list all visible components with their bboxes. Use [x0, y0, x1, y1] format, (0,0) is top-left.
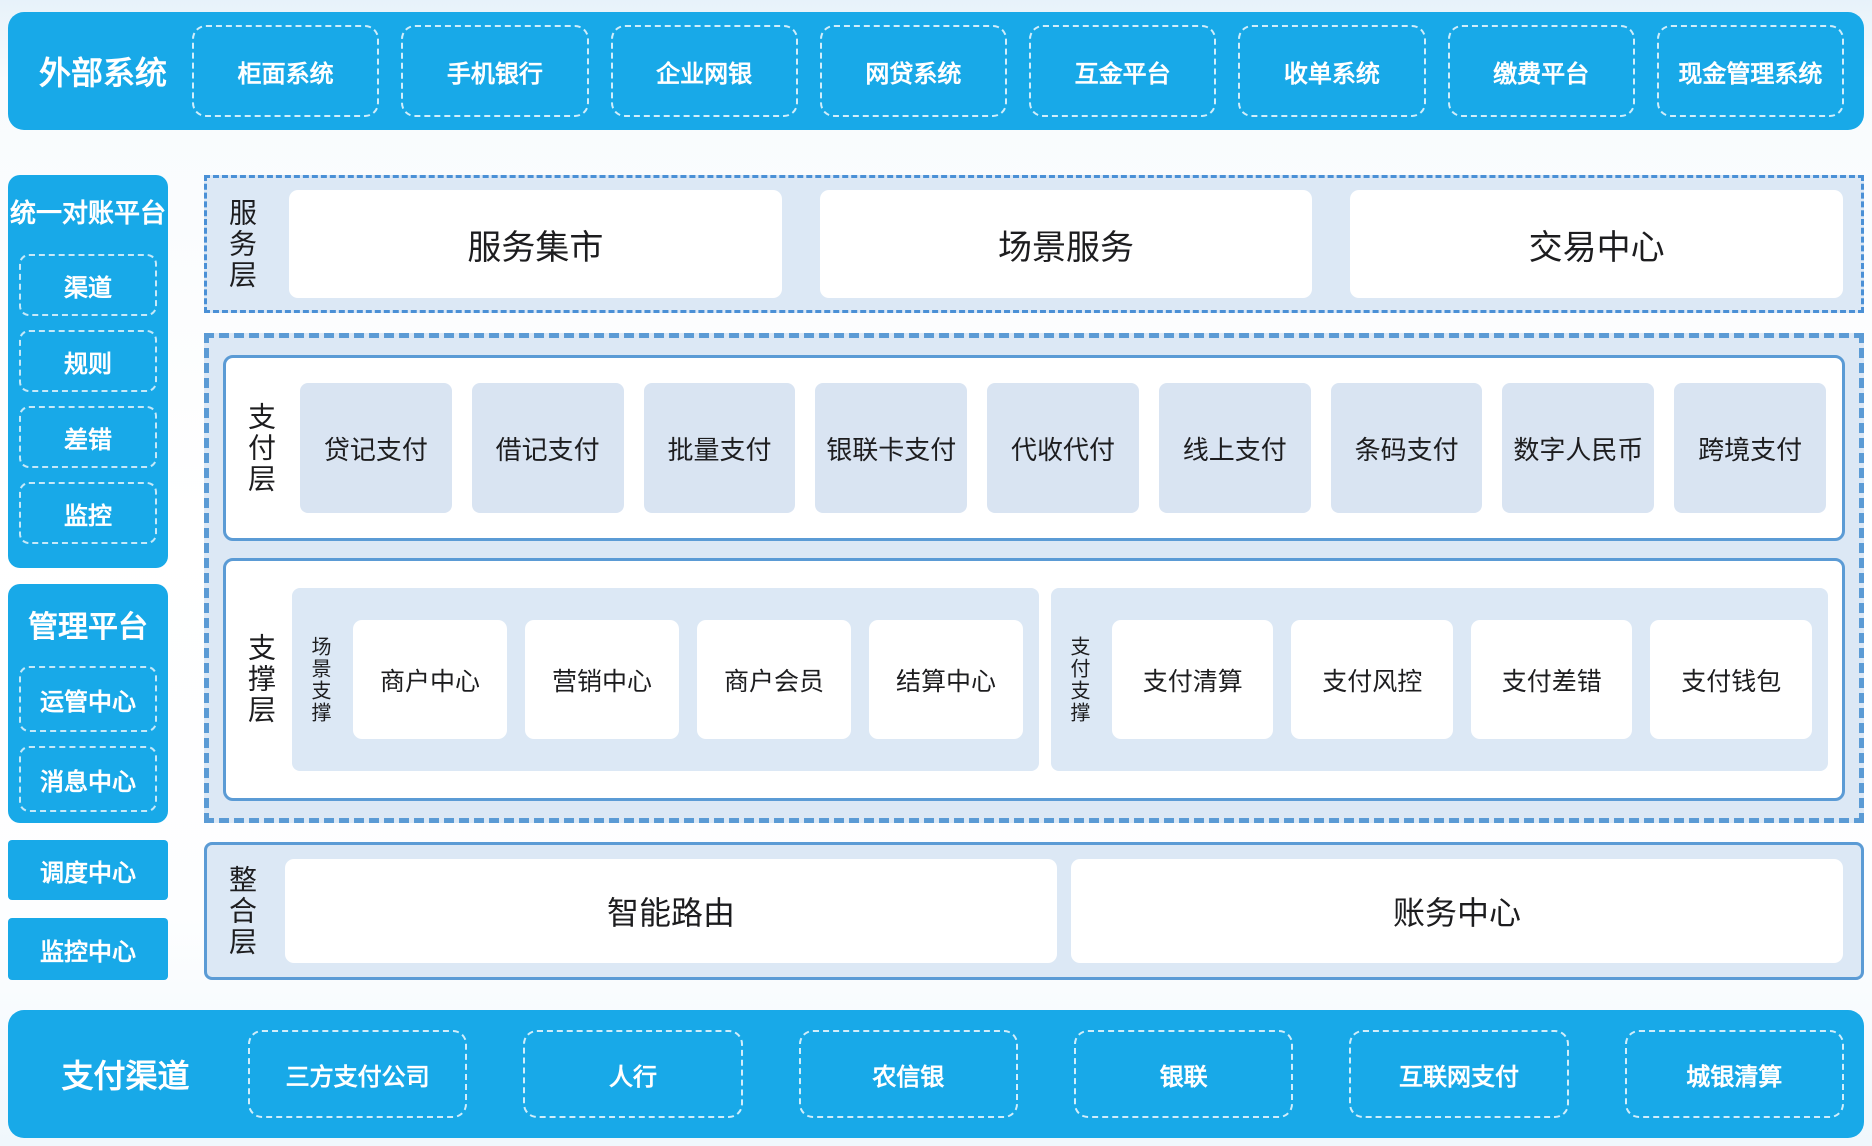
reconciliation-item: 差错: [19, 406, 157, 468]
diagram-body: 统一对账平台 渠道 规则 差错 监控 管理平台 运管中心 消息中心 调度中心 监…: [8, 175, 1864, 980]
external-system-box: 收单系统: [1238, 25, 1426, 117]
service-layer-items: 服务集市 场景服务 交易中心: [289, 190, 1844, 298]
payment-support-label: 支付支撑: [1066, 635, 1091, 724]
core-layers-group: 支付层 贷记支付 借记支付 批量支付 银联卡支付 代收代付 线上支付 条码支付 …: [204, 333, 1864, 823]
payment-item: 银联卡支付: [815, 383, 968, 513]
integration-item: 账务中心: [1071, 859, 1843, 963]
payment-item: 条码支付: [1330, 383, 1483, 513]
external-system-box: 互金平台: [1029, 25, 1217, 117]
scene-support-item: 商户会员: [696, 620, 851, 739]
payment-channels-items: 三方支付公司 人行 农信银 银联 互联网支付 城银清算: [248, 1030, 1844, 1118]
support-layer-groups: 场景支撑 商户中心 营销中心 商户会员 结算中心 支付支撑 支付清算: [292, 588, 1828, 771]
scene-support-items: 商户中心 营销中心 商户会员 结算中心: [353, 620, 1023, 739]
payment-support-item: 支付清算: [1111, 620, 1274, 739]
payment-layer-label: 支付层: [244, 401, 277, 495]
payment-layer-items: 贷记支付 借记支付 批量支付 银联卡支付 代收代付 线上支付 条码支付 数字人民…: [300, 383, 1827, 513]
reconciliation-item: 渠道: [19, 254, 157, 316]
integration-layer-section: 整合层 智能路由 账务中心: [204, 842, 1864, 980]
integration-item: 智能路由: [285, 859, 1057, 963]
monitor-center-box: 监控中心: [8, 918, 168, 980]
payment-item: 跨境支付: [1674, 383, 1827, 513]
reconciliation-platform-title: 统一对账平台: [10, 199, 167, 229]
payment-channel-box: 农信银: [798, 1030, 1018, 1118]
payment-channel-box: 人行: [523, 1030, 743, 1118]
external-systems-title: 外部系统: [38, 54, 167, 92]
service-layer-label: 服务层: [225, 197, 258, 291]
payment-layer-section: 支付层 贷记支付 借记支付 批量支付 银联卡支付 代收代付 线上支付 条码支付 …: [223, 355, 1845, 541]
payment-channel-box: 三方支付公司: [248, 1030, 468, 1118]
external-system-box: 现金管理系统: [1656, 25, 1844, 117]
payment-support-items: 支付清算 支付风控 支付差错 支付钱包: [1111, 620, 1812, 739]
scene-support-item: 商户中心: [353, 620, 507, 739]
scene-support-item: 结算中心: [868, 620, 1023, 739]
external-systems-items: 柜面系统 手机银行 企业网银 网贷系统 互金平台 收单系统 缴费平台 现金管理系…: [192, 25, 1844, 117]
payment-channel-box: 银联: [1073, 1030, 1294, 1118]
payment-support-item: 支付钱包: [1650, 620, 1812, 739]
service-layer-section: 服务层 服务集市 场景服务 交易中心: [204, 175, 1864, 313]
payment-channel-box: 互联网支付: [1349, 1030, 1569, 1118]
reconciliation-platform-panel: 统一对账平台 渠道 规则 差错 监控: [8, 175, 168, 568]
payment-item: 批量支付: [643, 383, 796, 513]
external-system-box: 企业网银: [610, 25, 798, 117]
service-item: 服务集市: [289, 190, 782, 298]
left-sidebar: 统一对账平台 渠道 规则 差错 监控 管理平台 运管中心 消息中心 调度中心 监…: [8, 175, 168, 980]
support-layer-section: 支撑层 场景支撑 商户中心 营销中心 商户会员 结算中心: [223, 558, 1845, 801]
payment-item: 线上支付: [1158, 383, 1311, 513]
payment-channel-box: 城银清算: [1624, 1030, 1844, 1118]
payment-support-item: 支付风控: [1291, 620, 1453, 739]
reconciliation-item: 监控: [19, 482, 157, 544]
layer-stack: 服务层 服务集市 场景服务 交易中心 支付层 贷记支付 借记支付 批量支付 银联…: [204, 175, 1864, 980]
integration-layer-items: 智能路由 账务中心: [285, 859, 1843, 963]
service-item: 场景服务: [819, 190, 1313, 298]
management-platform-title: 管理平台: [28, 610, 148, 645]
management-platform-panel: 管理平台 运管中心 消息中心: [8, 584, 168, 823]
reconciliation-item: 规则: [19, 330, 157, 392]
reconciliation-platform-items: 渠道 规则 差错 监控: [19, 254, 157, 556]
scene-support-item: 营销中心: [524, 620, 679, 739]
dispatch-center-box: 调度中心: [8, 840, 168, 900]
payment-support-panel: 支付支撑 支付清算 支付风控 支付差错 支付钱包: [1050, 588, 1828, 771]
payment-item: 数字人民币: [1502, 383, 1655, 513]
scene-support-panel: 场景支撑 商户中心 营销中心 商户会员 结算中心: [292, 588, 1039, 771]
payment-support-item: 支付差错: [1470, 620, 1633, 739]
payment-item: 借记支付: [471, 383, 624, 513]
management-platform-items: 运管中心 消息中心: [19, 666, 157, 812]
external-system-box: 柜面系统: [192, 25, 380, 117]
external-system-box: 缴费平台: [1447, 25, 1635, 117]
external-system-box: 网贷系统: [819, 25, 1007, 117]
payment-channels-band: 支付渠道 三方支付公司 人行 农信银 银联 互联网支付 城银清算: [8, 1010, 1864, 1138]
payment-item: 代收代付: [987, 383, 1139, 513]
management-item: 运管中心: [19, 666, 157, 732]
integration-layer-label: 整合层: [225, 864, 258, 958]
service-item: 交易中心: [1350, 190, 1844, 298]
support-layer-label: 支撑层: [244, 633, 277, 726]
scene-support-label: 场景支撑: [308, 635, 332, 724]
management-item: 消息中心: [19, 746, 157, 812]
payment-channels-title: 支付渠道: [61, 1057, 190, 1095]
external-systems-band: 外部系统 柜面系统 手机银行 企业网银 网贷系统 互金平台 收单系统 缴费平台 …: [8, 12, 1864, 130]
external-system-box: 手机银行: [401, 25, 589, 117]
payment-item: 贷记支付: [300, 383, 452, 513]
